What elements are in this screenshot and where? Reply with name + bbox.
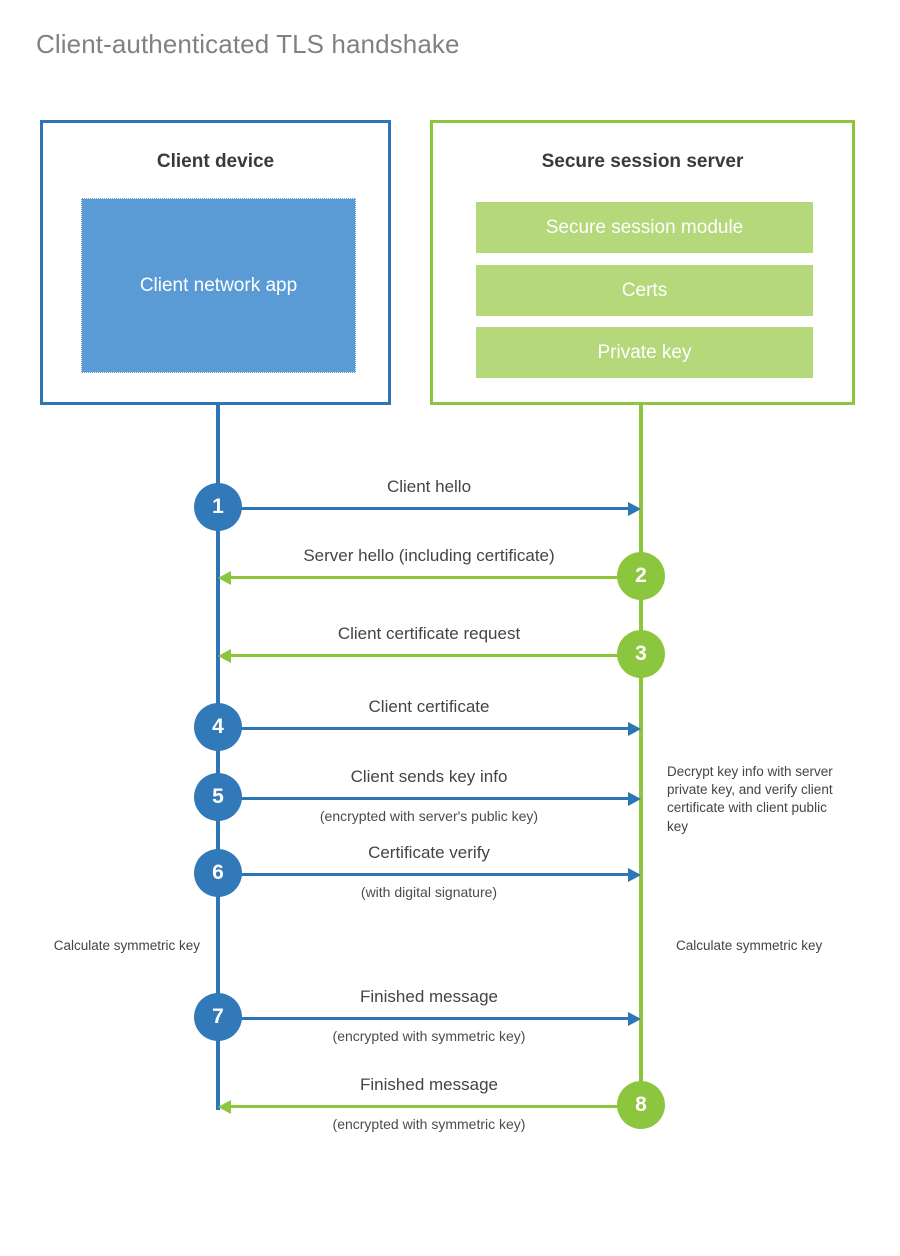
note-server-calculate-symmetric-key: Calculate symmetric key [676, 938, 823, 953]
message-6-arrowhead-right-icon [628, 867, 641, 882]
message-1-line [218, 507, 638, 510]
message-3-arrowhead-left-icon [218, 648, 231, 663]
message-2-arrowhead-left-icon [218, 570, 231, 585]
client-device-title: Client device [156, 151, 275, 172]
message-1-label: Client hello [386, 477, 472, 496]
message-6-label: Certificate verify [368, 843, 490, 862]
server-component-certs: Certs [476, 265, 813, 316]
message-4-label: Client certificate [368, 697, 490, 716]
page-title: Client-authenticated TLS handshake [36, 29, 460, 59]
secure-session-server-box: Secure session server Secure session mod… [430, 120, 855, 405]
message-8-label: Finished message [360, 1075, 498, 1094]
step-marker-4[interactable]: 4 [194, 703, 242, 751]
message-1-arrowhead-right-icon [628, 501, 641, 516]
message-5-label: Client sends key info [350, 767, 508, 786]
step-marker-1[interactable]: 1 [194, 483, 242, 531]
secure-session-server-title: Secure session server [541, 151, 744, 172]
message-4-line [218, 727, 638, 730]
step-marker-5[interactable]: 5 [194, 773, 242, 821]
message-8-line [231, 1105, 641, 1108]
message-7-sublabel: (encrypted with symmetric key) [332, 1028, 526, 1044]
step-marker-3[interactable]: 3 [617, 630, 665, 678]
server-component-secure-session-module: Secure session module [476, 202, 813, 253]
message-5-line [218, 797, 638, 800]
message-6-line [218, 873, 638, 876]
step-marker-2[interactable]: 2 [617, 552, 665, 600]
step-marker-8[interactable]: 8 [617, 1081, 665, 1129]
message-5-arrowhead-right-icon [628, 791, 641, 806]
step-marker-7[interactable]: 7 [194, 993, 242, 1041]
server-component-private-key: Private key [476, 327, 813, 378]
message-7-label: Finished message [360, 987, 498, 1006]
message-7-arrowhead-right-icon [628, 1011, 641, 1026]
message-8-arrowhead-left-icon [218, 1099, 231, 1114]
message-8-sublabel: (encrypted with symmetric key) [332, 1116, 526, 1132]
server-lifeline [639, 404, 643, 1105]
client-device-box: Client device Client network app [40, 120, 391, 405]
message-3-label: Client certificate request [337, 624, 521, 643]
message-7-line [218, 1017, 638, 1020]
note-client-calculate-symmetric-key: Calculate symmetric key [53, 938, 200, 953]
message-6-sublabel: (with digital signature) [360, 884, 498, 900]
message-5-sublabel: (encrypted with server's public key) [319, 808, 539, 824]
step-marker-6[interactable]: 6 [194, 849, 242, 897]
message-2-label: Server hello (including certificate) [303, 546, 555, 565]
message-3-line [231, 654, 641, 657]
client-lifeline [216, 405, 220, 1110]
message-2-line [231, 576, 641, 579]
message-4-arrowhead-right-icon [628, 721, 641, 736]
note-server-decrypt: Decrypt key info with server private key… [667, 764, 833, 834]
client-network-app-block: Client network app [81, 198, 356, 373]
